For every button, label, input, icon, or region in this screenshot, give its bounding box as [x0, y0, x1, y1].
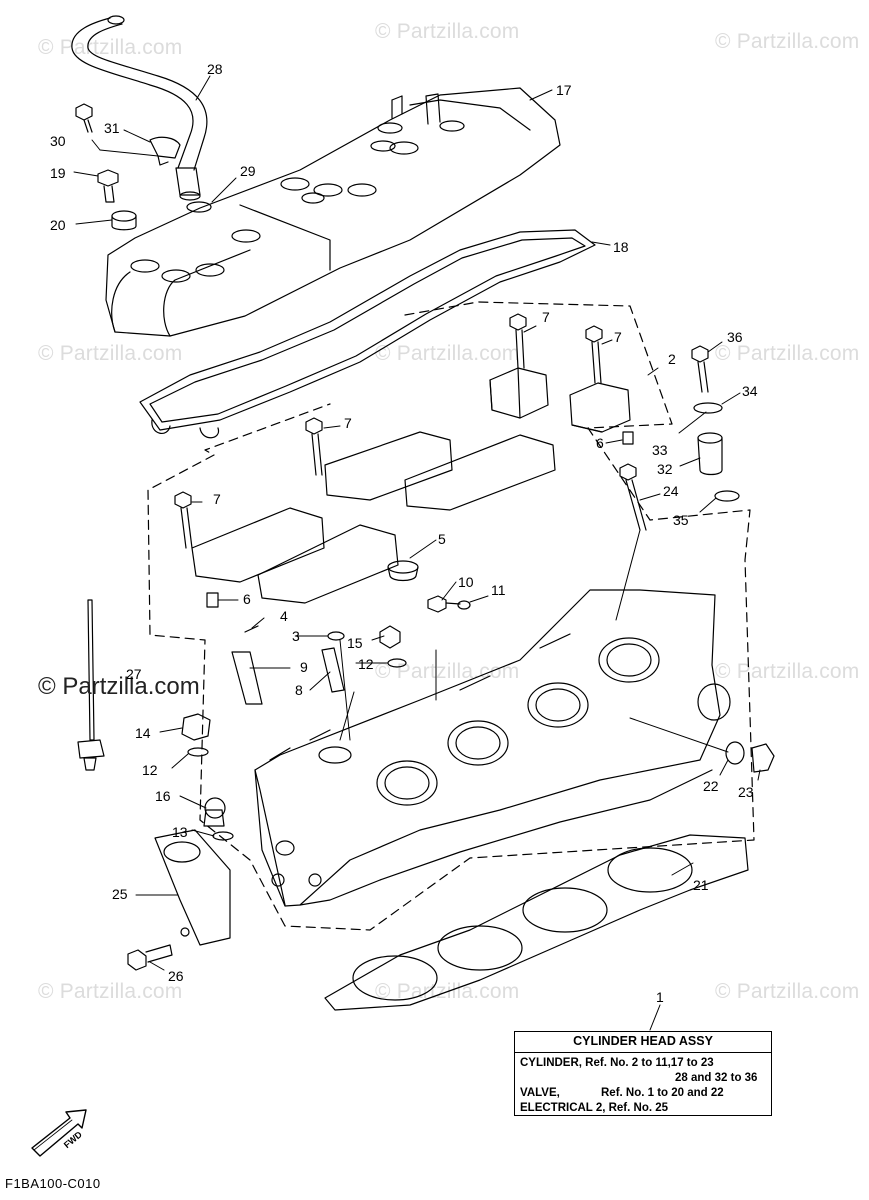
- dowel-6: [622, 431, 634, 445]
- callout-7: 7: [614, 329, 622, 345]
- callout-5: 5: [438, 531, 446, 547]
- callout-7: 7: [542, 309, 550, 325]
- bolt-7: [174, 313, 603, 549]
- diagram-code: F1BA100-C010: [5, 1176, 101, 1191]
- sensor-27: [77, 599, 105, 771]
- assy-boundary: [147, 301, 755, 931]
- cam-cap-lower: [191, 507, 399, 604]
- leader-lines: [73, 75, 761, 1031]
- fwd-label: FWD: [62, 1129, 85, 1150]
- legend-row-valve-label: VALVE,: [520, 1087, 560, 1099]
- callout-35: 35: [673, 512, 689, 528]
- bolt-26: [127, 944, 173, 971]
- legend-row-electrical-text: ELECTRICAL 2, Ref. No. 25: [520, 1102, 669, 1114]
- watermark: © Partzilla.com: [715, 660, 860, 683]
- legend-row-cylinder: CYLINDER, Ref. No. 2 to 11,17 to 23: [515, 1056, 771, 1071]
- callout-6: 6: [596, 435, 604, 451]
- callout-12: 12: [142, 762, 158, 778]
- callout-7: 7: [213, 491, 221, 507]
- callout-26: 26: [168, 968, 184, 984]
- bolt-24: [619, 463, 647, 531]
- bolt-36: [691, 345, 709, 393]
- o-ring-29: [186, 201, 212, 213]
- watermark: © Partzilla.com: [715, 980, 860, 1003]
- callout-11: 11: [491, 582, 506, 598]
- watermark: © Partzilla.com: [375, 20, 520, 43]
- assembly-legend: CYLINDER HEAD ASSY CYLINDER, Ref. No. 2 …: [514, 1031, 772, 1116]
- watermark: © Partzilla.com: [375, 342, 520, 365]
- legend-title: CYLINDER HEAD ASSY: [573, 1034, 713, 1048]
- washer-22: [725, 741, 745, 765]
- callout-22: 22: [703, 778, 719, 794]
- callout-6: 6: [243, 591, 251, 607]
- callout-36: 36: [727, 329, 743, 345]
- cover-gasket: [139, 229, 596, 439]
- valve-parts: [181, 560, 471, 841]
- watermark: © Partzilla.com: [715, 342, 860, 365]
- callout-25: 25: [112, 886, 128, 902]
- o-ring-35: [714, 490, 740, 502]
- watermark: © Partzilla.com: [375, 660, 520, 683]
- bracket-hole: [180, 927, 190, 937]
- washer-34: [693, 402, 723, 414]
- callout-1: 1: [656, 989, 664, 1005]
- callout-31: 31: [104, 120, 120, 136]
- callout-23: 23: [738, 784, 754, 800]
- hose-clamp: [149, 136, 181, 166]
- callout-16: 16: [155, 788, 171, 804]
- grommet-20: [111, 210, 137, 231]
- watermark: © Partzilla.com: [715, 30, 860, 53]
- dowel-6: [206, 592, 219, 608]
- callout-12: 12: [358, 656, 374, 672]
- callout-13: 13: [172, 824, 188, 840]
- callout-3: 3: [292, 628, 300, 644]
- callout-2: 2: [668, 351, 676, 367]
- callout-33: 33: [652, 442, 668, 458]
- watermark-dark: © Partzilla.com: [38, 673, 200, 700]
- callout-29: 29: [240, 163, 256, 179]
- callout-4: 4: [280, 608, 288, 624]
- watermark: © Partzilla.com: [38, 980, 183, 1003]
- callout-28: 28: [207, 61, 223, 77]
- cam-cap-upper-a: [489, 367, 549, 419]
- cylinder-head: [254, 589, 731, 907]
- legend-row-valve: VALVE, Ref. No. 1 to 20 and 22: [515, 1086, 771, 1101]
- callout-7: 7: [344, 415, 352, 431]
- legend-row-cylinder-text: CYLINDER, Ref. No. 2 to 11,17 to 23: [520, 1057, 714, 1069]
- callout-27: 27: [126, 666, 142, 682]
- cam-cap-upper-b: [569, 382, 631, 433]
- legend-divider: [515, 1052, 771, 1053]
- bolt-19: [97, 169, 119, 203]
- callout-20: 20: [50, 217, 66, 233]
- callout-10: 10: [458, 574, 474, 590]
- bolt-30: [75, 103, 93, 133]
- callout-30: 30: [50, 133, 66, 149]
- legend-row-valve-refs: Ref. No. 1 to 20 and 22: [601, 1087, 724, 1099]
- callout-19: 19: [50, 165, 66, 181]
- callout-32: 32: [657, 461, 673, 477]
- callout-21: 21: [693, 877, 709, 893]
- breather-hose: [71, 15, 208, 201]
- bracket-hole: [163, 841, 201, 863]
- legend-row-electrical: ELECTRICAL 2, Ref. No. 25: [515, 1101, 771, 1116]
- head-gasket: [324, 834, 749, 1011]
- head-cover: [105, 87, 561, 337]
- cam-cap-middle: [324, 431, 556, 511]
- legend-row-cylinder-cont-text: 28 and 32 to 36: [675, 1072, 758, 1084]
- callout-17: 17: [556, 82, 572, 98]
- plug-32: [697, 432, 723, 476]
- plug-23: [751, 743, 775, 773]
- callout-18: 18: [613, 239, 629, 255]
- legend-row-cylinder-cont: 28 and 32 to 36: [515, 1071, 771, 1086]
- callout-34: 34: [742, 383, 758, 399]
- watermark: © Partzilla.com: [38, 342, 183, 365]
- callout-24: 24: [663, 483, 679, 499]
- callout-14: 14: [135, 725, 151, 741]
- fwd-arrow-icon: [31, 1109, 87, 1157]
- callout-8: 8: [295, 682, 303, 698]
- callout-15: 15: [347, 635, 363, 651]
- bracket-25: [154, 829, 231, 946]
- callout-9: 9: [300, 659, 308, 675]
